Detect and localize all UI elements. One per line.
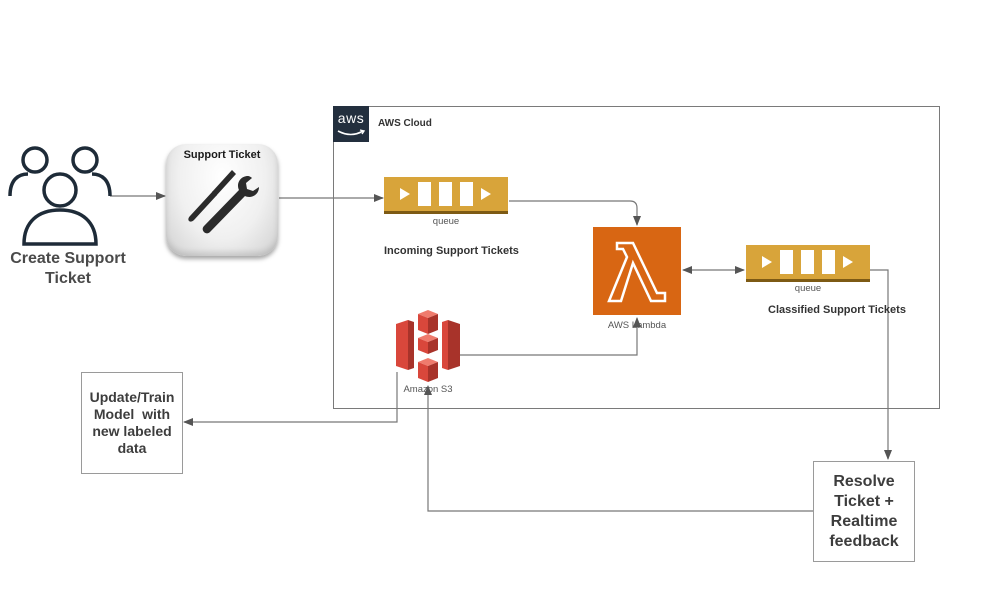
aws-logo-icon: aws <box>333 106 369 142</box>
resolve-line: Ticket + <box>834 492 894 510</box>
update-model-line: Update/Train <box>89 389 175 405</box>
actor-label: Create Support Ticket <box>10 250 126 287</box>
incoming-queue-label: Incoming Support Tickets <box>384 245 519 257</box>
users-icon <box>6 144 114 248</box>
lambda-glyph-icon <box>607 241 667 303</box>
update-model-line: Model with <box>93 406 171 422</box>
aws-smile-icon <box>337 129 366 136</box>
lambda-icon[interactable] <box>593 227 681 315</box>
classified-queue-icon[interactable] <box>746 245 870 282</box>
aws-cloud-group <box>333 106 940 409</box>
tools-icon <box>188 170 259 234</box>
s3-bucket-icon[interactable] <box>396 308 460 384</box>
support-ticket-tile[interactable]: Support Ticket <box>166 144 278 256</box>
classified-queue-caption: queue <box>794 283 822 294</box>
incoming-queue-icon[interactable] <box>384 177 508 214</box>
support-ticket-title: Support Ticket <box>183 149 261 161</box>
update-model-box[interactable]: Update/Train Model with new labeled data <box>81 372 183 474</box>
aws-logo-text: aws <box>337 110 365 126</box>
lambda-caption: AWS Lambda <box>607 320 667 331</box>
resolve-line: feedback <box>829 532 899 550</box>
aws-cloud-label: AWS Cloud <box>378 118 432 129</box>
s3-caption: Amazon S3 <box>403 384 453 395</box>
resolve-line: Realtime <box>830 512 898 530</box>
update-model-line: new labeled <box>92 423 172 439</box>
incoming-queue-caption: queue <box>432 216 460 227</box>
resolve-ticket-box[interactable]: Resolve Ticket + Realtime feedback <box>813 461 915 562</box>
classified-queue-label: Classified Support Tickets <box>768 304 906 316</box>
update-model-line: data <box>117 440 147 456</box>
resolve-line: Resolve <box>833 472 895 490</box>
